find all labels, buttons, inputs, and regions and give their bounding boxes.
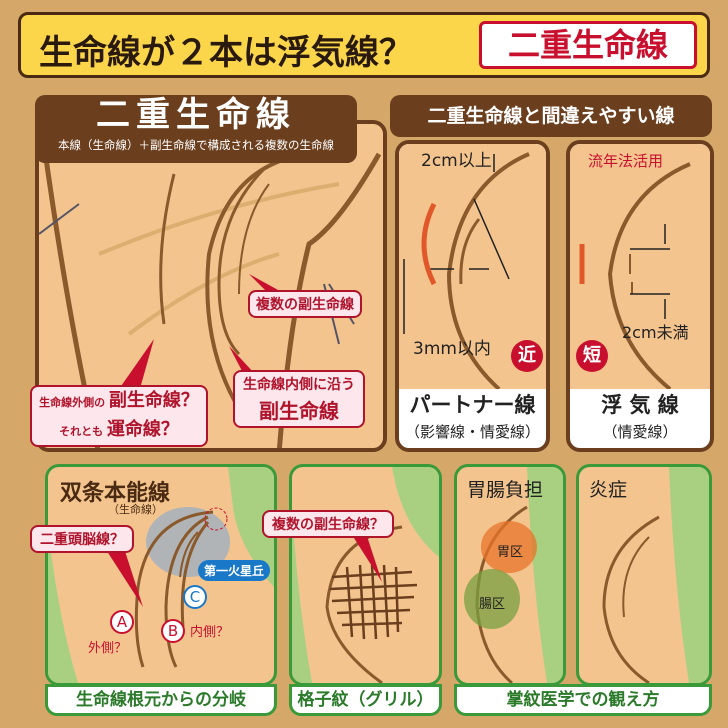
partner-line-card: 2cm以上 3mm以内 近 パートナー線 （影響線・情愛線） — [395, 140, 550, 452]
callout-outer-1: 生命線外側の — [39, 396, 106, 409]
grill-card — [289, 464, 442, 686]
short-badge: 短 — [576, 340, 608, 372]
outer-label: 外側？ — [88, 641, 128, 656]
callout-outer-4: 運命線？ — [106, 419, 179, 440]
callout-outer-2: 副生命線？ — [108, 390, 199, 411]
panel1-header: 二重生命線 本線（生命線）＋副生命線で構成される複数の生命線 — [35, 95, 357, 163]
inner-label: 内側？ — [190, 625, 230, 640]
partner-line-name: パートナー線 — [409, 393, 536, 417]
mars-mount-label: 第一火星丘 — [198, 560, 271, 581]
inflammation-title: 炎症 — [589, 479, 628, 501]
marker-b: B — [161, 619, 185, 643]
callout-double-head-line: 二重頭脳線？ — [30, 525, 134, 553]
affair-line-card: 流年法活用 2cm未満 短 浮 気 線 （情愛線） — [566, 140, 714, 452]
affair-line-sub: （情愛線） — [602, 423, 678, 441]
grill-label: 格子紋（グリル） — [289, 684, 442, 716]
panel1-subtitle: 本線（生命線）＋副生命線で構成される複数の生命線 — [58, 138, 334, 152]
callout-inner-2: 副生命線 — [259, 399, 339, 423]
callout-grill: 複数の副生命線？ — [262, 510, 394, 538]
stomach-card: 胃腸負担 胃区 腸区 — [454, 464, 566, 686]
callout-inner: 生命線内側に沿う 副生命線 — [233, 370, 365, 428]
annual-method-note: 流年法活用 — [588, 152, 664, 170]
panel1-title: 二重生命線 — [96, 95, 296, 135]
callout-outer: 生命線外側の 副生命線？ それとも 運命線？ — [30, 385, 208, 447]
affair-diagram — [579, 162, 691, 389]
callout-inner-1: 生命線内側に沿う — [243, 377, 355, 393]
dim-3mm-within: 3mm以内 — [413, 339, 491, 359]
title-tag: 二重生命線 — [479, 21, 697, 69]
callout-multiple-sublines: 複数の副生命線 — [248, 290, 362, 318]
branch-title: 双条本能線 — [60, 481, 171, 506]
partner-diagram — [403, 152, 530, 389]
branch-card: 双条本能線 （生命線） 第一火星丘 C A 外側？ B 内側？ — [45, 464, 277, 686]
branch-label: 生命線根元からの分岐 — [45, 684, 277, 716]
stomach-title: 胃腸負担 — [467, 479, 544, 501]
marker-a: A — [110, 610, 134, 634]
inflammation-diagram — [602, 467, 709, 683]
marker-c: C — [183, 585, 207, 609]
callout-outer-3: それとも — [59, 425, 104, 438]
stomach-zone: 胃区 — [497, 545, 524, 560]
affair-line-name: 浮 気 線 — [601, 393, 679, 417]
branch-title-sub: （生命線） — [108, 503, 163, 516]
stomach-diagram — [464, 467, 563, 683]
panel2-title: 二重生命線と間違えやすい線 — [390, 95, 712, 137]
partner-line-sub: （影響線・情愛線） — [404, 423, 540, 441]
dim-2cm-over: 2cm以上 — [421, 151, 492, 171]
dim-2cm-under: 2cm未満 — [622, 323, 689, 342]
main-title: 生命線が２本は浮気線？ — [39, 33, 413, 73]
near-badge: 近 — [511, 340, 543, 372]
intestine-zone: 腸区 — [479, 597, 506, 612]
branch-diagram — [48, 467, 274, 683]
grill-diagram — [292, 467, 439, 683]
palm-medicine-label: 掌紋医学での観え方 — [454, 684, 712, 716]
title-banner: 生命線が２本は浮気線？ 二重生命線 — [18, 12, 710, 78]
inflammation-card: 炎症 — [576, 464, 712, 686]
